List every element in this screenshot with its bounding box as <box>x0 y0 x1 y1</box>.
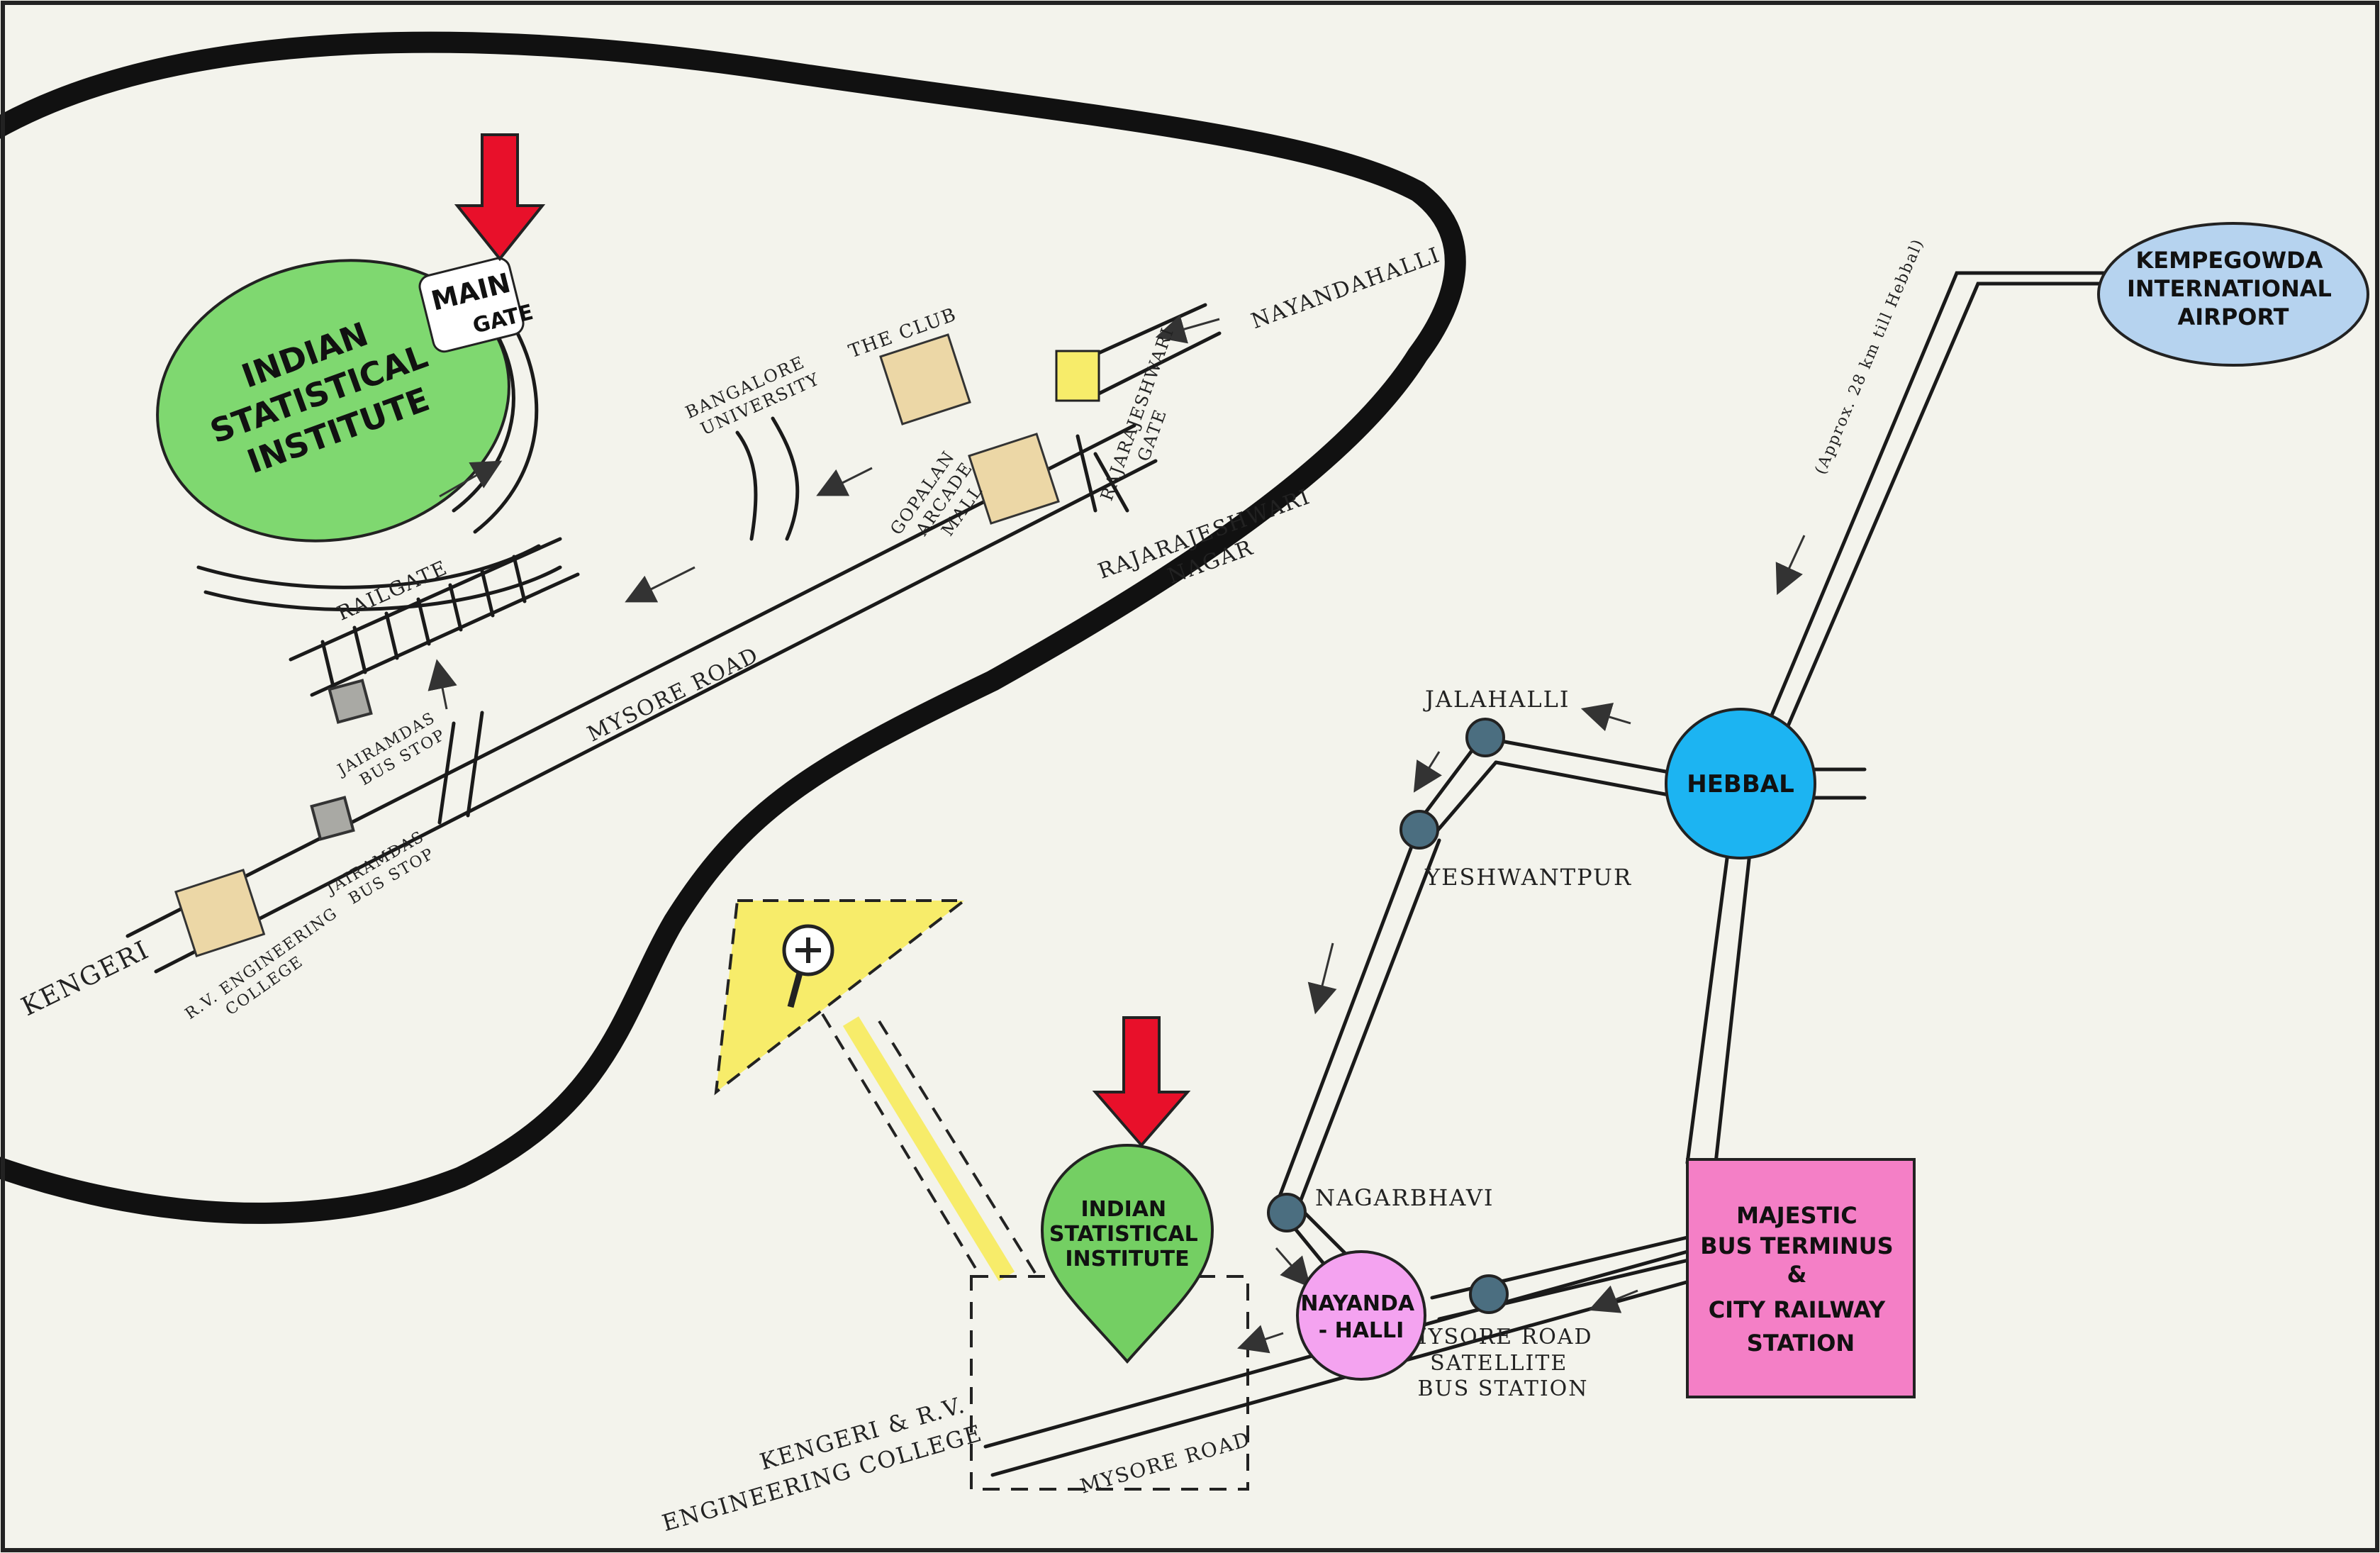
main-gate-label-box <box>418 257 525 353</box>
svg-text:NAGARBHAVI: NAGARBHAVI <box>1315 1184 1495 1211</box>
yeshwantpur-station[interactable] <box>1399 810 1439 850</box>
zoom-in-icon[interactable] <box>782 924 834 1008</box>
satellite-label-2: SATELLITE <box>1430 1351 1568 1376</box>
svg-text:JALAHALLI: JALAHALLI <box>1423 686 1570 713</box>
yeshwantpur-label: YESHWANTPUR <box>1424 864 1632 891</box>
majestic-label-4: CITY RAILWAY <box>1709 1296 1886 1323</box>
svg-text:NAYANDAHALLI: NAYANDAHALLI <box>1248 243 1443 334</box>
airport-label-1: KEMPEGOWDA <box>2135 247 2323 274</box>
satellite-bus-station[interactable] <box>1469 1274 1509 1314</box>
svg-text:HEBBAL: HEBBAL <box>1687 770 1794 798</box>
rajarajeshwari-gate-icon <box>1055 350 1100 402</box>
hebbal-label: HEBBAL <box>1687 770 1794 798</box>
svg-text:KEMPEGOWDA INTERNATIONAL: KEMPEGOWDA INTERNATIONAL AIRPORT <box>2127 247 2340 330</box>
the-club-building[interactable] <box>879 333 971 425</box>
zoom-callout <box>714 899 968 1096</box>
majestic-label-2: BUS TERMINUS <box>1700 1232 1893 1259</box>
hebbal-node[interactable] <box>1665 708 1816 859</box>
bus-stop-icon[interactable] <box>328 679 373 724</box>
railgate <box>289 537 580 697</box>
isi-location-pin[interactable] <box>1040 1144 1214 1364</box>
majestic-label-3: & <box>1787 1261 1806 1288</box>
satellite-label-1: MYSORE ROAD <box>1405 1325 1593 1349</box>
airport-label-2: INTERNATIONAL <box>2127 275 2332 302</box>
isi-pin-label-2: STATISTICAL <box>1049 1222 1198 1247</box>
jalahalli-station[interactable] <box>1465 718 1505 757</box>
nagarbhavi-station[interactable] <box>1267 1193 1307 1232</box>
svg-text:MAJESTIC BUS TERMINUS: MAJESTIC BUS TERMINUS & CITY RAILWAY STA… <box>1700 1202 1901 1357</box>
nayandahalli-node[interactable] <box>1296 1250 1426 1381</box>
svg-text:KENGERI: KENGERI <box>17 935 154 1022</box>
svg-text:MYSORE ROAD: MYSORE ROAD <box>1078 1427 1253 1498</box>
inset-boundary <box>0 31 1466 1224</box>
nagarbhavi-label: NAGARBHAVI <box>1315 1184 1495 1211</box>
isi-pin-label-1: INDIAN <box>1080 1197 1166 1222</box>
svg-text:INDIAN STATISTICAL: INDIAN STATISTICAL INSTITUTE <box>1049 1197 1205 1271</box>
svg-text:NAYANDA - HALLI: NAYANDA - HALLI <box>1300 1291 1421 1343</box>
majestic-label-5: STATION <box>1747 1330 1855 1357</box>
inset-map: INDIAN STATISTICAL INSTITUTE MAIN GATE R… <box>17 133 1444 1023</box>
kempegowda-airport-node[interactable] <box>2097 222 2369 367</box>
satellite-label-3: BUS STATION <box>1417 1376 1588 1401</box>
majestic-label-1: MAJESTIC <box>1736 1202 1857 1229</box>
svg-text:KENGERI & R.V. ENGINEERI: KENGERI & R.V. ENGINEERING COLLEGE <box>650 1388 985 1537</box>
majestic-terminus-node[interactable] <box>1686 1158 1916 1398</box>
svg-text:BANGALORE UNIVERSITY: BANGALORE UNIVERSITY <box>683 350 823 442</box>
bus-stop-icon[interactable] <box>310 796 355 841</box>
isi-pin-label-3: INSTITUTE <box>1065 1247 1189 1271</box>
nayandahalli-label-2: - HALLI <box>1319 1318 1404 1343</box>
nayandahalli-label-1: NAYANDA <box>1300 1291 1415 1316</box>
gopalan-arcade-mall-building[interactable] <box>968 433 1060 525</box>
down-arrow-icon <box>1092 1016 1191 1148</box>
isi-campus-area[interactable] <box>131 228 535 572</box>
kengeri-label: KENGERI <box>17 935 154 1022</box>
down-arrow-icon <box>454 133 546 262</box>
airport-label-3: AIRPORT <box>2178 304 2289 330</box>
svg-text:YESHWANTPUR: YESHWANTPUR <box>1424 864 1632 891</box>
jalahalli-label: JALAHALLI <box>1423 686 1570 713</box>
svg-text:MYSORE ROAD SATELLITE: MYSORE ROAD SATELLITE BUS STATION <box>1405 1325 1601 1401</box>
svg-text:JAIRAMDAS BUS STOP: JAIRAMDAS BUS STOP <box>323 825 443 916</box>
inset-nayandahalli-label: NAYANDAHALLI <box>1248 243 1443 334</box>
overview-mysore-road-label: MYSORE ROAD <box>1078 1427 1253 1498</box>
rv-engineering-college-building[interactable] <box>174 868 266 957</box>
